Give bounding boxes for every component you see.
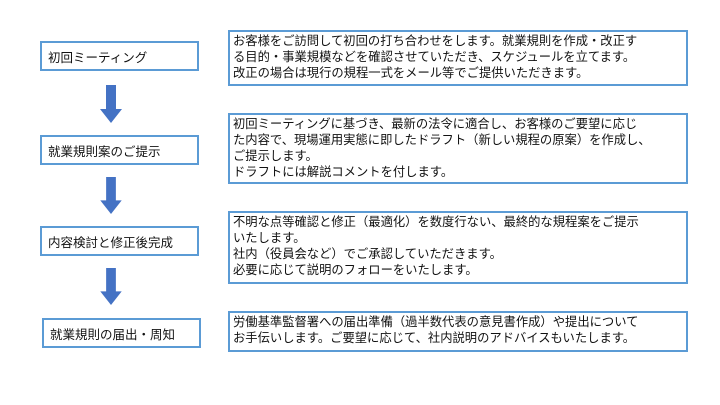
desc-line: 必要に応じて説明のフォローをいたします。 (233, 263, 478, 277)
desc-line: 不明な点等確認と修正（最適化）を数度行ない、最終的な規程案をご提示 (233, 215, 639, 229)
step-2-box: 就業規則案のご提示 (40, 135, 199, 165)
step-2-description: 初回ミーティングに基づき、最新の法令に適合し、お客様のご要望に応じ た内容で、現… (228, 113, 688, 184)
step-3-description: 不明な点等確認と修正（最適化）を数度行ない、最終的な規程案をご提示 いたします。… (228, 211, 688, 284)
desc-line: ご提示します。 (233, 149, 318, 163)
step-1-description: お客様をご訪問して初回の打ち合わせをします。就業規則を作成・改正す る目的・事業… (228, 30, 688, 86)
desc-line: 社内（役員会など）でご承認していただきます。 (233, 247, 502, 261)
desc-line: 労働基準監督署への届出準備（過半数代表の意見書作成）や提出について (233, 315, 639, 329)
desc-line: お客様をご訪問して初回の打ち合わせをします。就業規則を作成・改正す (233, 34, 638, 48)
down-arrow-icon (100, 85, 122, 123)
step-title: 就業規則の届出・周知 (50, 326, 176, 342)
step-4-description: 労働基準監督署への届出準備（過半数代表の意見書作成）や提出について お手伝いしま… (228, 311, 688, 352)
desc-line: お手伝いします。ご要望に応じて、社内説明のアドバイスもいたします。 (233, 331, 636, 345)
desc-line: た内容で、現場運用実態に即したドラフト（新しい規程の原案）を作成し、 (233, 133, 651, 147)
desc-line: る目的・事業規模などを確認させていただき、スケジュールを立てます。 (233, 50, 636, 64)
step-title: 内容検討と修正後完成 (48, 234, 174, 250)
desc-line: 改正の場合は現行の規程一式をメール等でご提供いただきます。 (233, 66, 589, 80)
step-4-box: 就業規則の届出・周知 (42, 318, 201, 348)
down-arrow-icon (100, 268, 122, 305)
desc-line: いたします。 (233, 231, 306, 245)
step-title: 初回ミーティング (48, 49, 148, 65)
down-arrow-icon (100, 177, 122, 214)
desc-line: 初回ミーティングに基づき、最新の法令に適合し、お客様のご要望に応じ (233, 117, 638, 131)
step-title: 就業規則案のご提示 (48, 143, 161, 159)
step-1-box: 初回ミーティング (40, 41, 199, 71)
desc-line: ドラフトには解説コメントを付します。 (233, 165, 454, 179)
step-3-box: 内容検討と修正後完成 (40, 226, 199, 256)
